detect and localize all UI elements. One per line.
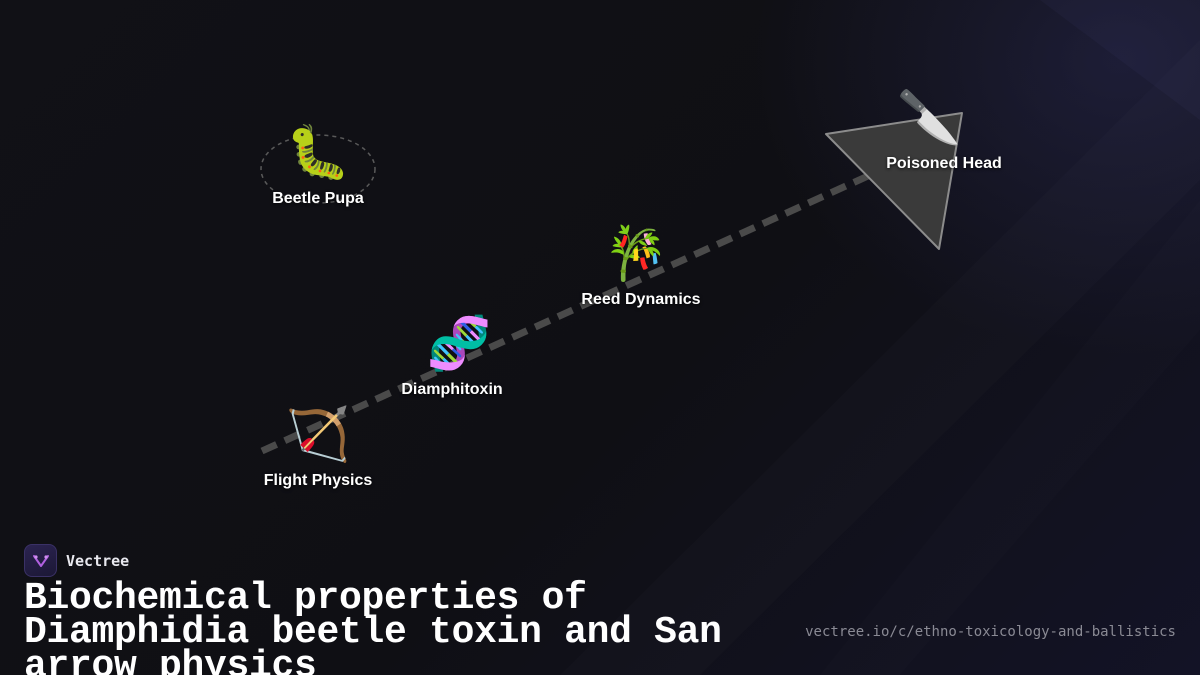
node-reed-dynamics[interactable]: 🎋 Reed Dynamics (571, 224, 700, 310)
node-poisoned-head[interactable]: 🔪 Poisoned Head (886, 88, 1002, 174)
bow-and-arrow-icon: 🏹 (285, 405, 351, 465)
brand[interactable]: Vectree (24, 544, 129, 577)
dna-icon: 🧬 (426, 314, 492, 374)
source-url[interactable]: vectree.io/c/ethno-toxicology-and-ballis… (805, 624, 1176, 640)
vectree-logo-icon (24, 544, 57, 577)
bamboo-icon: 🎋 (603, 224, 669, 284)
node-label-poisoned-head: Poisoned Head (886, 155, 1002, 172)
beetle-pupa-highlight-ring (260, 134, 376, 204)
arrow-shaft (260, 172, 870, 455)
knife-icon: 🔪 (896, 88, 962, 148)
brand-name: Vectree (66, 551, 130, 570)
node-diamphitoxin[interactable]: 🧬 Diamphitoxin (401, 314, 502, 400)
node-label-reed-dynamics: Reed Dynamics (581, 291, 701, 308)
arrow-head (825, 112, 963, 250)
node-label-diamphitoxin: Diamphitoxin (401, 381, 503, 398)
node-beetle-pupa[interactable]: 🐛 Beetle Pupa (272, 123, 364, 209)
node-label-beetle-pupa: Beetle Pupa (272, 190, 364, 207)
page-title: Biochemical properties of Diamphidia bee… (24, 577, 722, 675)
caterpillar-icon: 🐛 (285, 123, 351, 183)
node-flight-physics[interactable]: 🏹 Flight Physics (264, 405, 372, 491)
node-label-flight-physics: Flight Physics (263, 472, 373, 489)
